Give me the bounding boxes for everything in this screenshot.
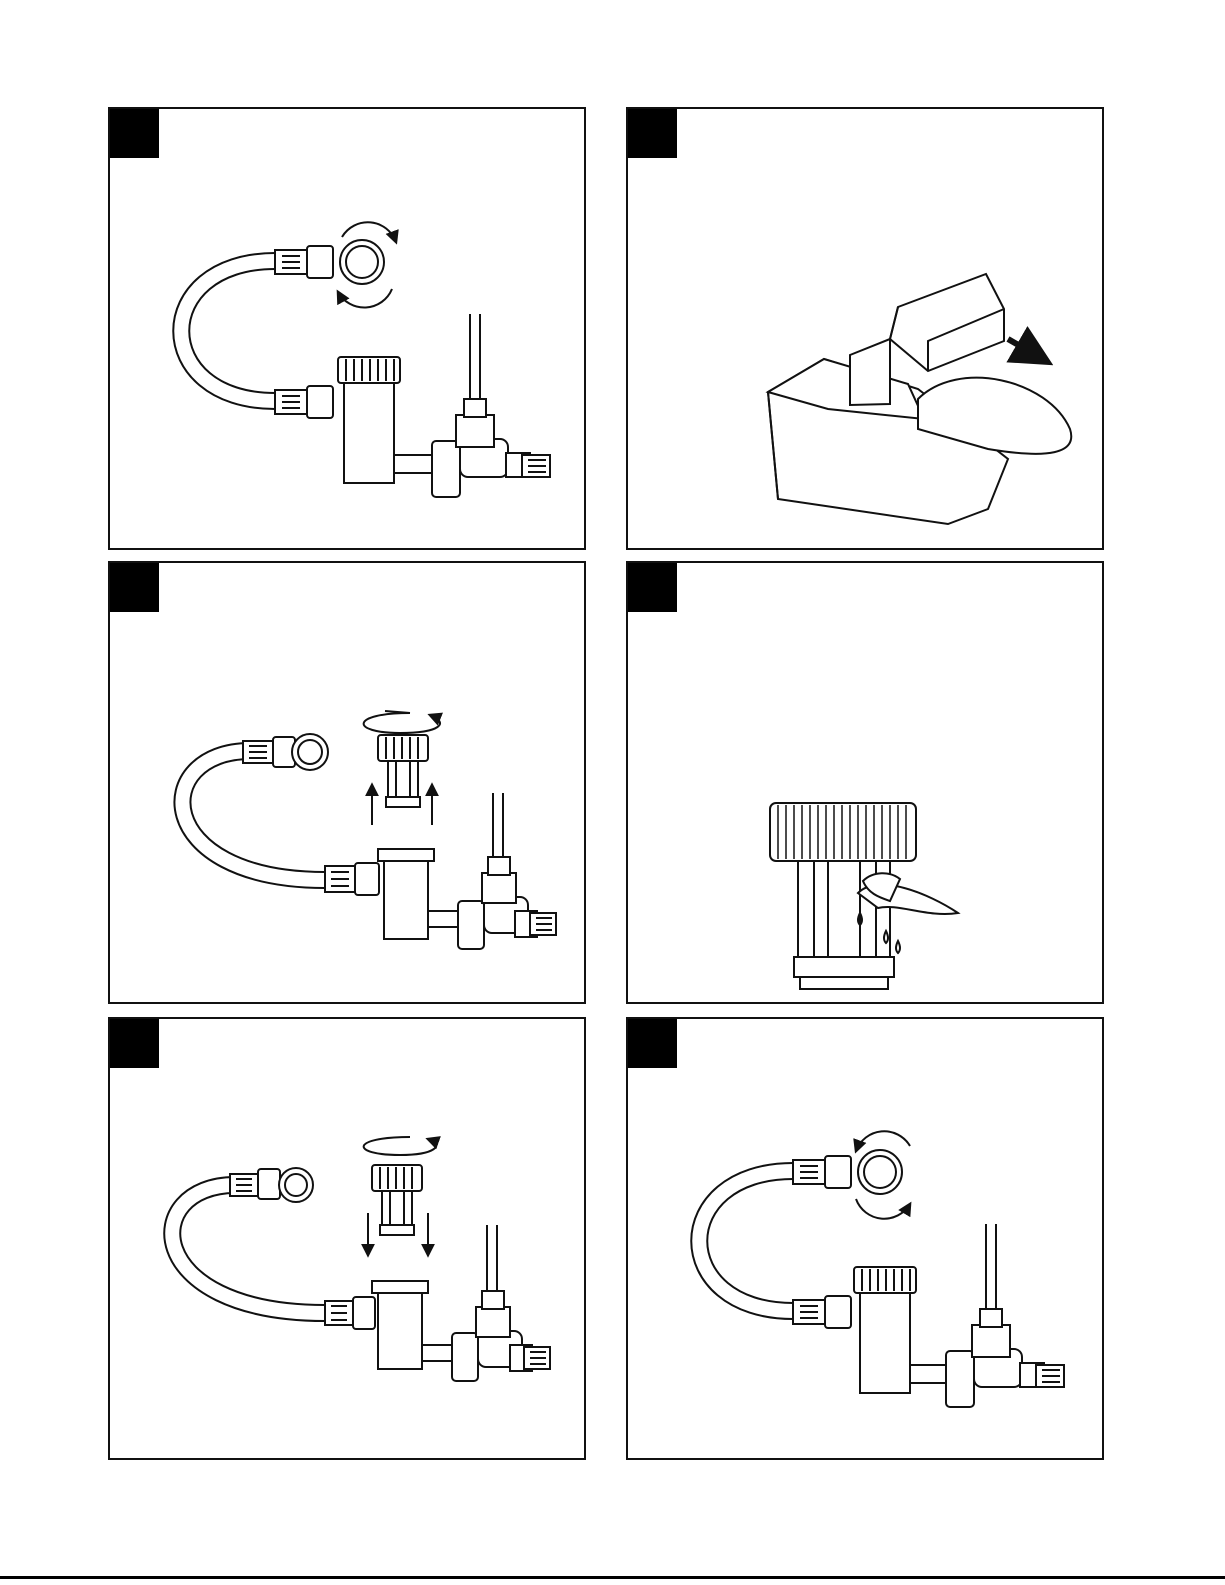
step-2-panel xyxy=(626,107,1104,550)
valve-open-illustration xyxy=(628,1019,1106,1462)
step-4-panel xyxy=(626,561,1104,1004)
reinstall-filter-illustration xyxy=(110,1019,588,1462)
page-bottom-rule xyxy=(0,1576,1225,1579)
valve-assembly-illustration xyxy=(110,109,588,552)
step-1-panel xyxy=(108,107,586,550)
unscrew-filter-illustration xyxy=(110,563,588,1006)
step-5-panel xyxy=(108,1017,586,1460)
step-3-panel xyxy=(108,561,586,1004)
toilet-seat-illustration xyxy=(628,109,1106,552)
step-6-panel xyxy=(626,1017,1104,1460)
clean-filter-illustration xyxy=(628,563,1106,1006)
